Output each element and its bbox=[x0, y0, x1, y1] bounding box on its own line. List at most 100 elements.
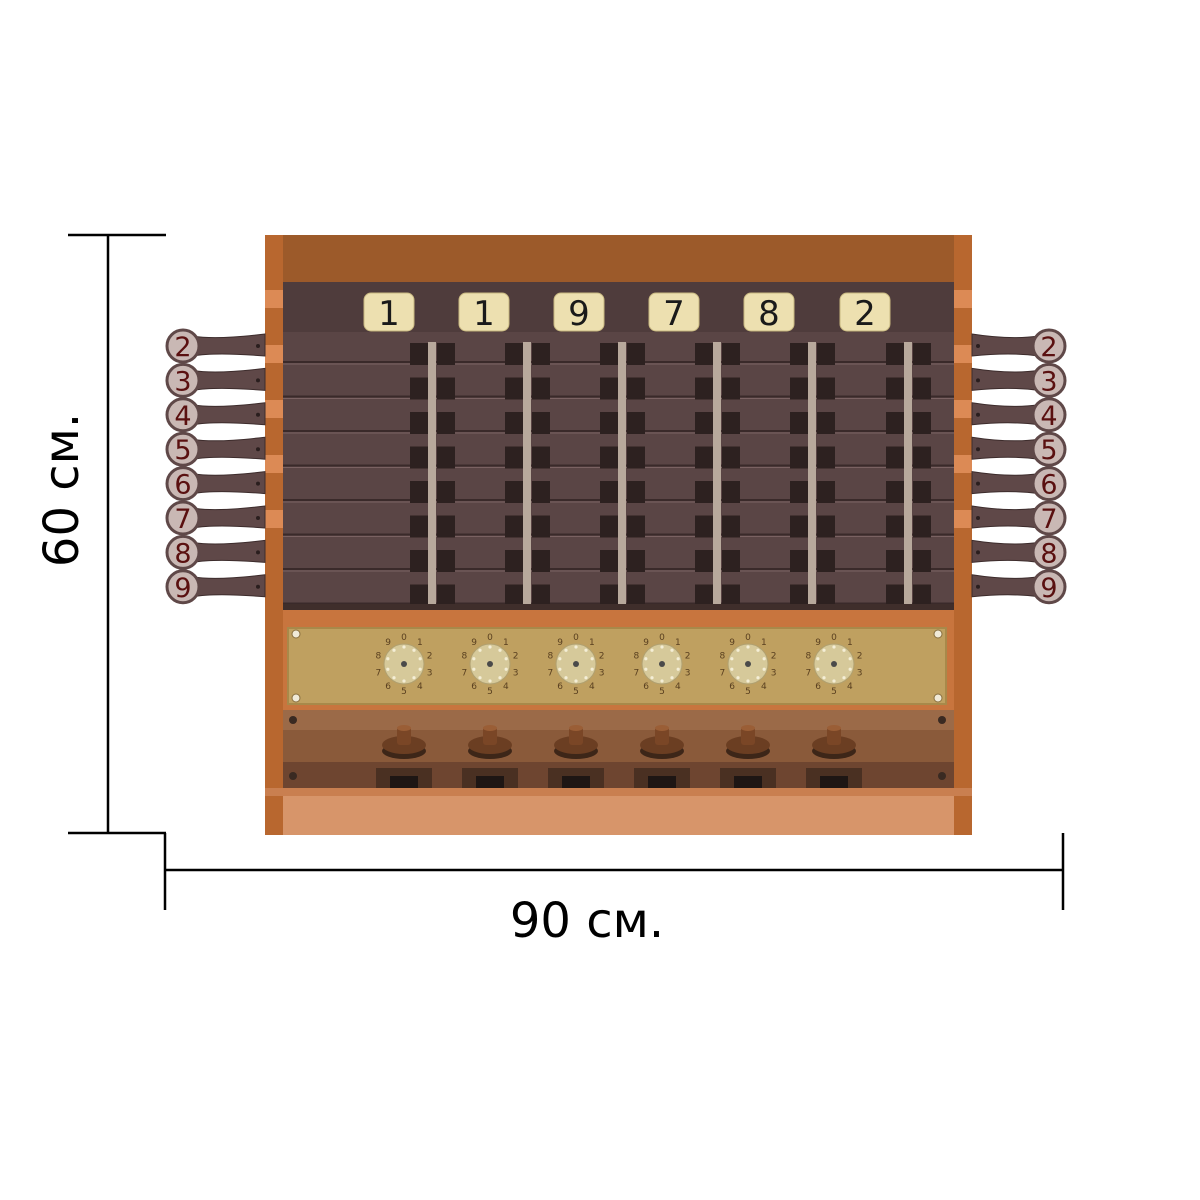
dial-numeral: 8 bbox=[805, 652, 811, 662]
dial-numeral: 0 bbox=[401, 633, 407, 643]
key-slot-left bbox=[600, 343, 618, 365]
dial-hole bbox=[670, 676, 674, 680]
counter-window bbox=[553, 292, 605, 332]
key-slot-right bbox=[532, 377, 550, 400]
lever-knob bbox=[165, 466, 201, 502]
key-slot-left bbox=[505, 377, 523, 400]
key-slot-left bbox=[410, 481, 428, 503]
dial-hole bbox=[472, 667, 476, 671]
dial-hole bbox=[504, 657, 508, 661]
key-rod bbox=[808, 342, 816, 606]
key-slot-left bbox=[505, 343, 523, 365]
key-slot-right bbox=[627, 446, 645, 469]
lever-label: 4 bbox=[1040, 401, 1057, 432]
key-slot-left bbox=[886, 515, 904, 538]
dial-hole bbox=[574, 679, 578, 683]
dial-hole bbox=[756, 676, 760, 680]
dial-hole bbox=[736, 648, 740, 652]
dial-numeral: 6 bbox=[815, 682, 821, 692]
dial-hole bbox=[498, 648, 502, 652]
panel-screw bbox=[938, 772, 946, 780]
knob-slot bbox=[476, 776, 504, 788]
lever-label: 4 bbox=[174, 401, 191, 432]
lever-label: 2 bbox=[1040, 332, 1057, 363]
dial-numeral: 5 bbox=[659, 687, 665, 697]
key-slot-left bbox=[790, 412, 808, 434]
dial-hole bbox=[816, 657, 820, 661]
lever-label: 6 bbox=[174, 470, 191, 501]
dial-hole bbox=[848, 667, 852, 671]
knob-top bbox=[569, 725, 583, 731]
key-slot-left bbox=[410, 343, 428, 365]
key-slot-left bbox=[410, 446, 428, 469]
lever-arm bbox=[192, 333, 266, 357]
key-slot-left bbox=[695, 446, 713, 469]
frame-left-highlight bbox=[265, 290, 283, 308]
key-slot-left bbox=[505, 550, 523, 572]
dial-numeral: 4 bbox=[589, 682, 595, 692]
counter-window bbox=[839, 292, 891, 332]
dial-numeral: 7 bbox=[719, 668, 725, 678]
dial-hole bbox=[676, 657, 680, 661]
dial-numeral: 3 bbox=[685, 668, 691, 678]
dial-numeral: 7 bbox=[461, 668, 467, 678]
plate-screw bbox=[291, 693, 301, 703]
dial-hole bbox=[584, 648, 588, 652]
key-rod bbox=[713, 342, 721, 606]
dial-hole bbox=[386, 657, 390, 661]
lever-pin bbox=[256, 584, 260, 589]
lever-knob bbox=[165, 500, 201, 536]
key-slot-left bbox=[410, 550, 428, 572]
key-slot-right bbox=[722, 481, 740, 503]
dial-numeral: 3 bbox=[599, 668, 605, 678]
lever-pin bbox=[976, 550, 980, 555]
key-slot-left bbox=[790, 343, 808, 365]
key-slot-right bbox=[722, 550, 740, 572]
dial-hole bbox=[650, 676, 654, 680]
dial-hole bbox=[402, 645, 406, 649]
lever-pin bbox=[976, 344, 980, 348]
frame-left-pillar bbox=[265, 235, 283, 835]
lever-label: 9 bbox=[1040, 573, 1057, 604]
lever-knob bbox=[1031, 534, 1067, 570]
knob-top bbox=[483, 725, 497, 731]
knob-top bbox=[655, 725, 669, 731]
key-slot-right bbox=[627, 584, 645, 607]
key-rod bbox=[904, 342, 912, 606]
lever-label: 7 bbox=[1040, 504, 1057, 535]
lever-knob bbox=[1031, 397, 1067, 433]
plate-screw bbox=[933, 693, 943, 703]
lever-pin bbox=[256, 550, 260, 555]
key-rod bbox=[618, 342, 626, 606]
dial-center bbox=[659, 661, 665, 667]
dial-hole bbox=[564, 676, 568, 680]
key-slot-right bbox=[532, 515, 550, 538]
lever-arm bbox=[971, 471, 1040, 495]
dial-numeral: 4 bbox=[675, 682, 681, 692]
dial-numeral: 3 bbox=[427, 668, 433, 678]
dial-hole bbox=[650, 648, 654, 652]
frame-left-highlight bbox=[265, 510, 283, 528]
dial-hole bbox=[418, 657, 422, 661]
knob-stem bbox=[827, 727, 841, 745]
dial-numeral: 6 bbox=[729, 682, 735, 692]
lever-arm bbox=[192, 539, 266, 563]
dial-hole bbox=[842, 676, 846, 680]
dial-numeral: 8 bbox=[547, 652, 553, 662]
dial-numeral: 5 bbox=[487, 687, 493, 697]
plate-screw bbox=[291, 629, 301, 639]
key-slot-right bbox=[722, 377, 740, 400]
dial-hole bbox=[488, 679, 492, 683]
key-slot-right bbox=[532, 412, 550, 434]
lever-arm bbox=[192, 402, 266, 426]
counter-window bbox=[363, 292, 415, 332]
lever-arm bbox=[971, 436, 1040, 460]
counter-window bbox=[743, 292, 795, 332]
lever-label: 8 bbox=[1040, 538, 1057, 569]
frame-left-highlight bbox=[265, 345, 283, 363]
lever-arm bbox=[971, 505, 1040, 529]
lever-pin bbox=[976, 481, 980, 486]
dial-hole bbox=[488, 645, 492, 649]
